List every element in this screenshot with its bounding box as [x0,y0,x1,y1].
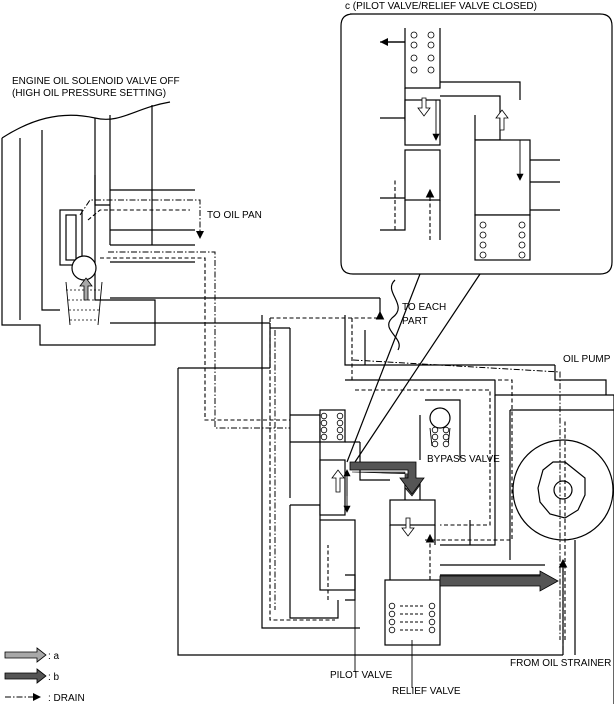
solenoid-label-line1: ENGINE OIL SOLENOID VALVE OFF [12,76,180,87]
legend-arrow-b-icon [4,668,47,684]
solenoid-label-line2: (HIGH OIL PRESSURE SETTING) [12,88,166,99]
pump-body-piping [177,279,614,704]
legend-arrow-a-icon [4,647,47,663]
legend-drain-text: : DRAIN [48,693,85,704]
pilot-valve-label: PILOT VALVE [330,670,393,681]
bypass-valve-label: BYPASS VALVE [427,454,500,465]
inset-title: c (PILOT VALVE/RELIEF VALVE CLOSED) [345,1,537,12]
solenoid-valve-group [1,101,380,429]
legend: : a : b : DRAIN [4,647,85,704]
from-oil-strainer-label: FROM OIL STRAINER [510,658,611,669]
relief-valve-label: RELIEF VALVE [392,686,461,697]
to-each-part-label-line2: PART [402,316,428,327]
to-each-part-label-line1: TO EACH [402,302,446,313]
inset-pilot-relief-closed [340,13,613,463]
legend-a-text: : a [48,651,60,662]
legend-b-text: : b [48,672,60,683]
oil-pump-label: OIL PUMP [563,354,611,365]
to-oil-pan-label: TO OIL PAN [207,210,262,221]
